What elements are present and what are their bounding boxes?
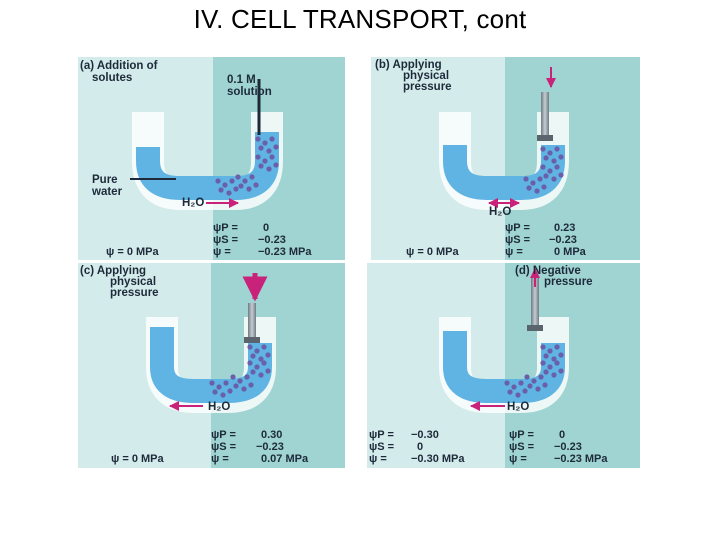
psi-value: −0.23 MPa — [554, 453, 608, 465]
psi-p-label: ψP = — [213, 222, 238, 234]
left-psi-label: ψ = — [369, 453, 387, 465]
psi-p-value: 0 — [559, 429, 565, 441]
piston-rod — [531, 277, 539, 329]
u-tube — [439, 112, 569, 210]
u-tube — [146, 317, 276, 413]
psi-s-value: −0.23 — [549, 234, 577, 246]
panel-a-title-2: solutes — [92, 72, 132, 84]
panel-c-title-2: physical — [110, 276, 156, 288]
panel-b-right-bg — [505, 57, 640, 260]
h2o-label: H₂O — [182, 197, 204, 209]
water-potential-figure: (a) Addition of solutes 0.1 M solution P… — [78, 57, 640, 468]
h2o-label: H₂O — [507, 401, 529, 413]
psi-label: ψ = — [213, 246, 231, 258]
psi-value: −0.23 MPa — [258, 246, 312, 258]
panel-d-left-bg — [367, 263, 505, 468]
piston-rod — [248, 303, 256, 341]
panel-b: (b) Applying physical pressure H₂O ψ = 0… — [371, 57, 640, 260]
panel-b-title-2: physical — [403, 70, 449, 82]
panel-c-right-bg — [211, 263, 345, 468]
psi-s-label: ψS = — [213, 234, 238, 246]
left-water-potential: ψ = 0 MPa — [406, 246, 459, 258]
panel-d-title-2: pressure — [544, 276, 593, 288]
psi-value: 0 MPa — [554, 246, 587, 258]
psi-s-value: −0.23 — [258, 234, 286, 246]
left-psi-value: −0.30 MPa — [411, 453, 465, 465]
solution-label-2: solution — [227, 86, 272, 98]
psi-s-label: ψS = — [509, 441, 534, 453]
psi-label: ψ = — [509, 453, 527, 465]
pure-water-label-2: water — [91, 186, 123, 198]
u-tube — [132, 112, 283, 210]
psi-label: ψ = — [211, 453, 229, 465]
panel-a: (a) Addition of solutes 0.1 M solution P… — [78, 57, 345, 260]
left-water-potential: ψ = 0 MPa — [106, 246, 159, 258]
panel-b-left-bg — [371, 57, 505, 260]
psi-p-value: 0.30 — [261, 429, 282, 441]
left-psi-p-value: −0.30 — [411, 429, 439, 441]
piston-head — [527, 325, 543, 331]
h2o-label: H₂O — [208, 401, 230, 413]
panel-d-title: (d) Negative — [515, 265, 581, 277]
left-psi-s-value: 0 — [417, 441, 423, 453]
panel-d: (d) Negative pressure H₂O ψP = −0.30 ψS … — [367, 263, 640, 468]
piston-head — [537, 135, 553, 141]
left-psi-s-label: ψS = — [369, 441, 394, 453]
left-psi-p-label: ψP = — [369, 429, 394, 441]
panel-c-left-bg — [78, 263, 211, 468]
piston-head — [244, 337, 260, 343]
psi-value: 0.07 MPa — [261, 453, 309, 465]
psi-s-value: −0.23 — [554, 441, 582, 453]
panel-d-right-bg — [505, 263, 640, 468]
h2o-label: H₂O — [489, 206, 511, 218]
piston-rod — [541, 92, 549, 140]
u-tube — [439, 317, 569, 413]
psi-s-label: ψS = — [505, 234, 530, 246]
psi-s-label: ψS = — [211, 441, 236, 453]
panel-c: (c) Applying physical pressure H₂O ψ = 0… — [78, 263, 345, 468]
panel-c-title: (c) Applying — [80, 265, 146, 277]
psi-s-value: −0.23 — [256, 441, 284, 453]
panel-b-title: (b) Applying — [375, 59, 442, 71]
psi-label: ψ = — [505, 246, 523, 258]
slide-title: IV. CELL TRANSPORT, cont — [193, 4, 527, 34]
panel-b-title-3: pressure — [403, 81, 452, 93]
psi-p-label: ψP = — [505, 222, 530, 234]
panel-a-title: (a) Addition of — [80, 60, 158, 72]
psi-p-value: 0 — [263, 222, 269, 234]
psi-p-label: ψP = — [211, 429, 236, 441]
psi-p-value: 0.23 — [554, 222, 575, 234]
left-water-potential: ψ = 0 MPa — [111, 453, 164, 465]
pure-water-label: Pure — [92, 174, 118, 186]
solution-label: 0.1 M — [227, 74, 256, 86]
psi-p-label: ψP = — [509, 429, 534, 441]
panel-c-title-3: pressure — [110, 287, 159, 299]
